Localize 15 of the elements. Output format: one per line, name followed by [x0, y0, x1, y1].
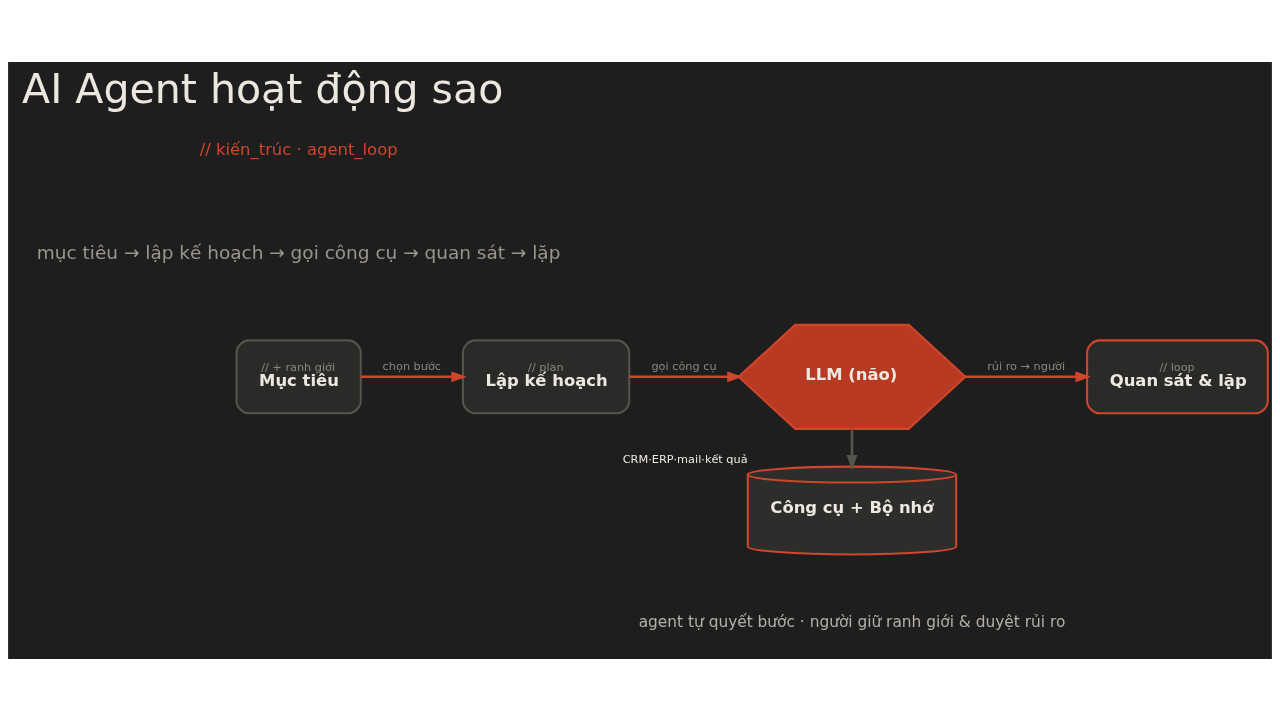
node-box: // plan Lập kế hoạch	[461, 338, 631, 414]
label: mục tiêu → lập kế hoạch → gọi công cụ → quan sát → lặp	[36, 241, 561, 262]
node-box: // + ranh giới Mục tiêu	[235, 338, 362, 414]
edge-label: chọn bước	[382, 359, 442, 373]
arrow	[965, 370, 1091, 382]
node-label: CRM·ERP·mail·kết quả	[622, 452, 748, 466]
arrow	[846, 428, 858, 471]
diagram-title: AI Agent hoạt động sao	[22, 64, 504, 113]
node-box: // loop Quan sát & lặp	[1086, 338, 1269, 414]
arrow	[629, 370, 743, 382]
label: agent tự quyết bước · người giữ ranh giới & duyệt rủi ro	[638, 612, 1066, 631]
label: // kiến_trúc · agent_loop	[199, 139, 398, 159]
edge-label: rủi ro → người	[987, 359, 1066, 373]
arrow	[360, 370, 467, 382]
edge-label: gọi công cụ	[651, 359, 717, 373]
